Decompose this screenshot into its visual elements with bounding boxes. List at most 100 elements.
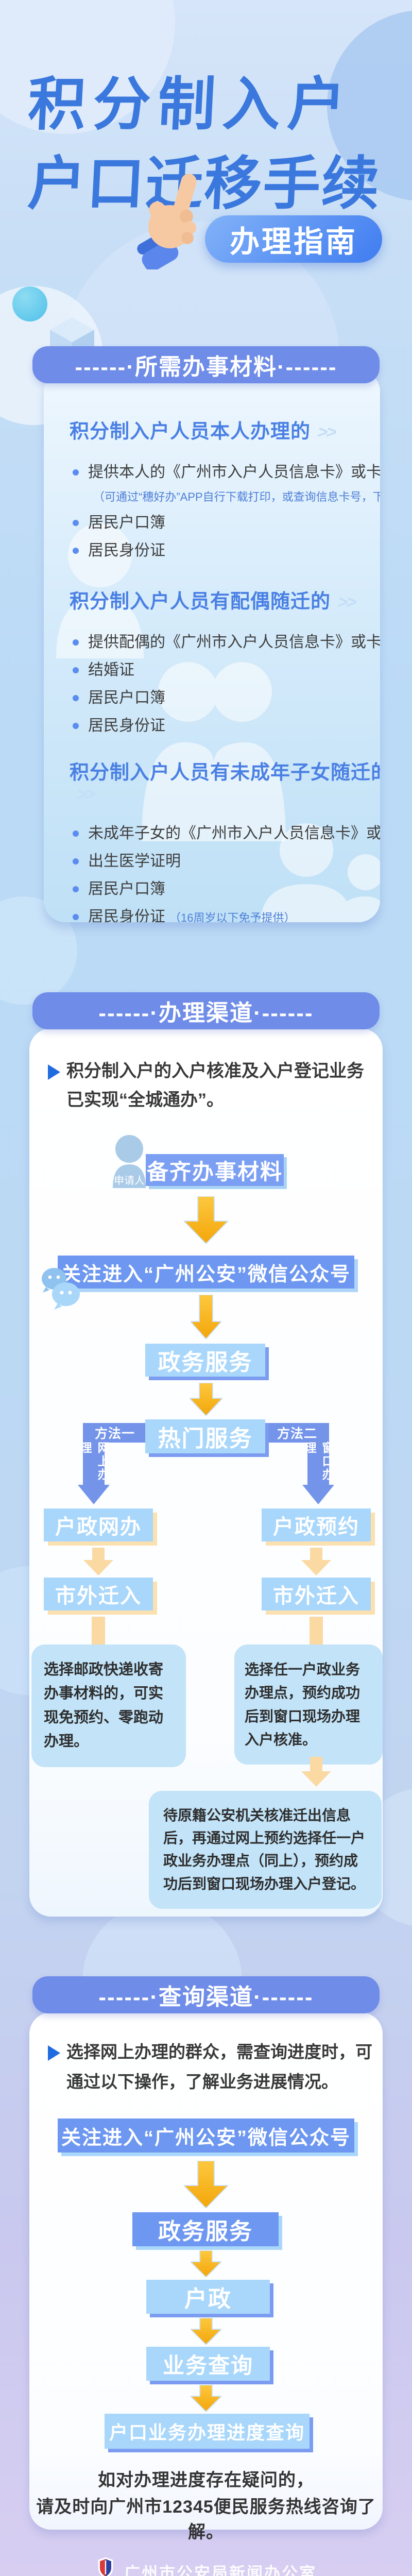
flow-step-hz-reserve: 户政预约	[262, 1509, 371, 1541]
couple-silhouette-icon	[142, 662, 286, 841]
applicant-icon: 申请人	[113, 1135, 146, 1188]
decor-circle	[12, 286, 47, 321]
flow-step-prepare: 备齐办事材料	[146, 1154, 284, 1186]
flow-step-label: 政务服务	[158, 1350, 253, 1375]
branch-label: 方法一	[94, 1427, 135, 1441]
query-intro-line2: 通过以下操作，了解业务进展情况。	[66, 2072, 338, 2091]
section-banner-materials: ------·所需办事材料·------	[32, 346, 380, 383]
footer: 广州公安 广州市公安局新闻办公室	[0, 2556, 412, 2576]
arrow-down-icon	[191, 2250, 221, 2277]
materials-group-self: 积分制入户人员本人办理的>> 提供本人的《广州市入户人员信息卡》或卡号 （可通过…	[70, 415, 380, 567]
flow-step-label: 备齐办事材料	[146, 1159, 283, 1184]
materials-card: 积分制入户人员本人办理的>> 提供本人的《广州市入户人员信息卡》或卡号 （可通过…	[44, 370, 380, 922]
guide-badge: 办理指南	[205, 215, 382, 263]
branch-arrowhead-icon	[302, 1485, 334, 1504]
material-item: 未成年子女的《广州市入户人员信息卡》或卡号	[73, 822, 380, 845]
query-intro-line1: 选择网上办理的群众，需查询进度时，可	[66, 2042, 372, 2061]
footer-org-name: 广州市公安局新闻办公室	[124, 2564, 317, 2576]
desc-text: 选择任一户政业务办理点，预约成功后到窗口现场办理入户核准。	[245, 1662, 360, 1748]
flow-step-label: 户政网办	[55, 1516, 142, 1538]
flow-step-outside-city-right: 市外迁入	[262, 1578, 371, 1611]
arrow-down-cream-icon	[301, 1548, 331, 1575]
branch-bar-method2: 方法二	[265, 1423, 329, 1443]
material-item: 居民户口簿	[73, 687, 368, 709]
applicant-label: 申请人	[114, 1175, 145, 1187]
branch-path-label: 网上办理	[78, 1442, 109, 1482]
flow-step-hot-service: 热门服务	[145, 1419, 265, 1453]
police-shield-icon	[98, 2557, 113, 2576]
page-title-line1: 积分制入户	[26, 72, 354, 137]
desc-text-bold: 免预约、零跑动	[59, 1709, 164, 1726]
family-silhouette-icon	[260, 823, 380, 922]
material-item: 居民户口簿	[73, 878, 368, 901]
material-item-note: （16周岁以下免予提供）	[169, 911, 296, 922]
material-item: 居民身份证	[73, 715, 368, 737]
material-item: 居民身份证 （16周岁以下免予提供）	[73, 906, 368, 922]
branch-path-label: 窗口办理	[303, 1442, 334, 1482]
section-banner-materials-label: ------·所需办事材料·------	[75, 354, 337, 380]
flow-step-label: 业务查询	[162, 2353, 253, 2378]
material-item: 出生医学证明	[73, 850, 368, 873]
flow-step-progress-query: 户口业务办理进度查询	[105, 2414, 310, 2449]
flow-step-hz: 户政	[146, 2280, 270, 2314]
channels-card: 积分制入户的入户核准及入户登记业务 已实现“全城通办”。 申请人 备齐办事材料 …	[29, 1028, 383, 1917]
desc-text: 办理。	[44, 1733, 89, 1750]
material-item: 居民身份证	[73, 539, 368, 562]
guide-badge-label: 办理指南	[229, 225, 357, 259]
desc-window: 选择任一户政业务办理点，预约成功后到窗口现场办理入户核准。	[234, 1645, 383, 1765]
arrow-down-icon	[190, 1383, 222, 1416]
branch-bar-method1: 方法一	[83, 1423, 147, 1443]
flow-step-label: 市外迁入	[273, 1585, 359, 1607]
branch-arrowhead-icon	[78, 1485, 110, 1504]
section-banner-query: ------·查询渠道·------	[32, 1976, 380, 2013]
channels-intro-line1: 积分制入户的入户核准及入户登记业务	[66, 1061, 364, 1081]
group-title: 积分制入户人员有未成年子女随迁的	[70, 762, 380, 784]
desc-online: 选择邮政快递收寄办事材料的，可实现免预约、零跑动办理。	[31, 1645, 186, 1767]
material-item: 提供本人的《广州市入户人员信息卡》或卡号	[73, 461, 380, 484]
query-note-line2: 请及时向广州市12345便民服务热线咨询了解。	[36, 2497, 376, 2542]
flow-step-outside-city-left: 市外迁入	[44, 1578, 153, 1611]
chevrons-icon: >>	[316, 422, 337, 442]
flow-step-label: 关注进入“广州公安”微信公众号	[61, 1263, 351, 1285]
materials-group-spouse: 积分制入户人员有配偶随迁的>> 提供配偶的《广州市入户人员信息卡》或卡号 结婚证…	[70, 585, 380, 742]
flow-step-wechat-query: 关注进入“广州公安”微信公众号	[58, 2119, 354, 2153]
arrow-down-icon	[184, 2161, 228, 2208]
branch-label: 方法二	[277, 1427, 317, 1441]
police-logo: 广州公安	[95, 2556, 116, 2576]
bullet-triangle-icon	[48, 2045, 60, 2061]
arrow-down-icon	[191, 2385, 221, 2412]
bullet-triangle-icon	[48, 1064, 60, 1080]
channels-intro-line2: 已实现“全城通办”。	[66, 1090, 224, 1110]
flow-step-label: 政务服务	[158, 2219, 253, 2244]
group-title: 积分制入户人员有配偶随迁的	[70, 591, 331, 613]
arrow-down-cream-icon	[83, 1548, 113, 1575]
desc-final: 待原籍公安机关核准迁出信息后，再通过网上预约选择任一户政业务办理点（同上），预约…	[149, 1791, 382, 1909]
material-item: 居民户口簿	[73, 512, 368, 534]
material-item-text: 居民身份证	[88, 908, 165, 922]
query-card: 选择网上办理的群众，需查询进度时，可 通过以下操作，了解业务进展情况。 关注进入…	[29, 2012, 383, 2542]
flow-step-label: 户政	[184, 2286, 232, 2312]
flow-step-business-query: 业务查询	[146, 2347, 270, 2381]
wechat-icon	[42, 1268, 80, 1310]
flow-step-label: 户政预约	[273, 1516, 359, 1538]
flow-step-wechat: 关注进入“广州公安”微信公众号	[58, 1256, 354, 1289]
flow-step-label: 市外迁入	[55, 1585, 142, 1607]
flow-step-label: 热门服务	[158, 1426, 253, 1451]
material-item: 结婚证	[73, 659, 368, 682]
section-banner-query-label: ------·查询渠道·------	[98, 1985, 314, 2010]
section-banner-channels-label: ------·办理渠道·------	[98, 1001, 314, 1026]
arrow-down-icon	[184, 1196, 228, 1244]
arrow-down-icon	[191, 2318, 221, 2345]
group-title: 积分制入户人员本人办理的	[70, 421, 311, 443]
flow-step-gov-service: 政务服务	[145, 1344, 265, 1377]
arrow-down-icon	[191, 1295, 221, 1339]
branch-path-window: 窗口办理	[303, 1442, 334, 1485]
chevrons-icon: >>	[75, 785, 96, 804]
flow-step-hz-online: 户政网办	[44, 1509, 153, 1541]
query-note-line1: 如对办理进度存在疑问的，	[98, 2470, 314, 2490]
flow-step-label: 关注进入“广州公安”微信公众号	[61, 2127, 351, 2149]
flow-step-gov-service-query: 政务服务	[132, 2212, 279, 2246]
material-item: 提供配偶的《广州市入户人员信息卡》或卡号	[73, 631, 380, 654]
desc-text: 选择邮政快递收寄办事材料的，可实现	[44, 1662, 164, 1726]
